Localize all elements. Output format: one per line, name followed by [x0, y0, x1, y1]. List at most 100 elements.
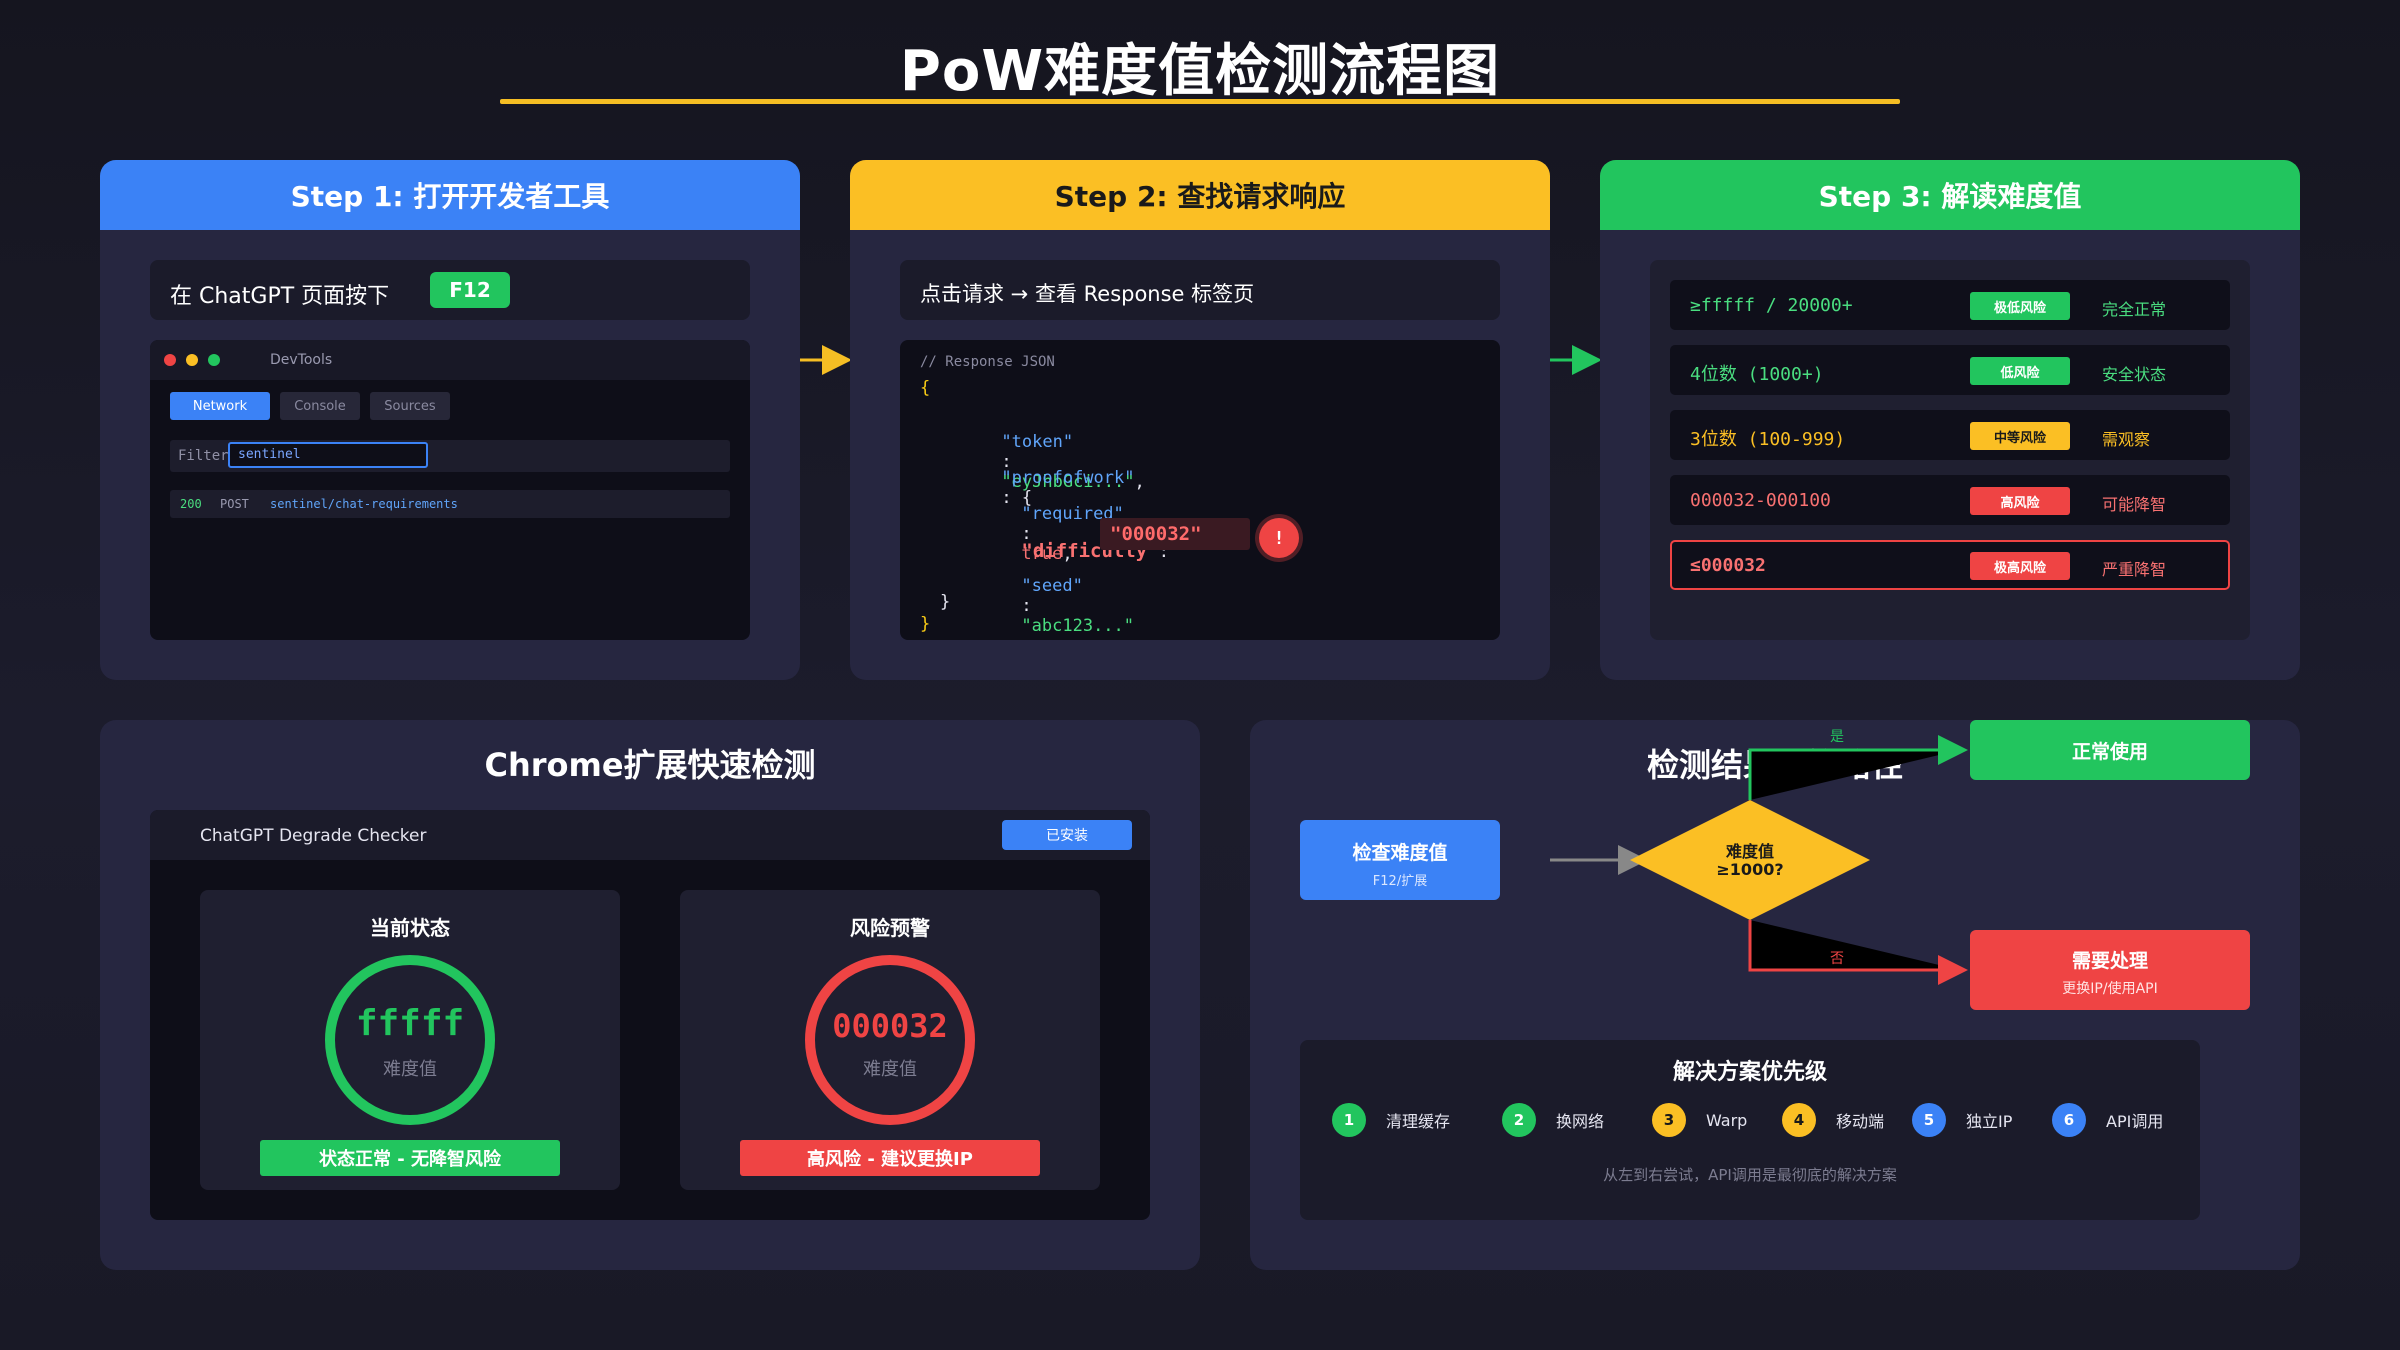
- risk-warning-box: 风险预警 000032 难度值 高风险 - 建议更换IP: [680, 890, 1100, 1190]
- check-difficulty-node: 检查难度值 F12/扩展: [1300, 820, 1500, 900]
- risk-desc: 安全状态: [2102, 365, 2167, 384]
- tab-sources[interactable]: Sources: [370, 392, 450, 420]
- f12-key-badge: F12: [430, 272, 510, 308]
- risk-desc: 可能降智: [2102, 495, 2167, 514]
- priority-label: 换网络: [1556, 1112, 1605, 1131]
- tab-network[interactable]: Network: [170, 392, 270, 420]
- diamond-line2: ≥1000?: [1716, 860, 1784, 879]
- token-value: "eyJhbGci...": [1001, 472, 1135, 492]
- chrome-extension-card: Chrome扩展快速检测 ChatGPT Degrade Checker 已安装…: [100, 720, 1200, 1270]
- fix-node-title: 需要处理: [2071, 950, 2148, 972]
- normal-use-node: 正常使用: [1970, 720, 2250, 780]
- priority-title: 解决方案优先级: [1672, 1060, 1827, 1085]
- risk-range: ≤000032: [1690, 555, 1766, 576]
- page-title: PoW难度值检测流程图: [899, 39, 1501, 104]
- risk-badge: 中等风险: [1970, 422, 2070, 450]
- priority-item: 3 Warp: [1652, 1100, 1747, 1140]
- instruction-box: 点击请求 → 查看 Response 标签页: [900, 260, 1500, 320]
- priority-item: 1 清理缓存: [1332, 1100, 1450, 1140]
- priority-label: 移动端: [1836, 1112, 1885, 1131]
- code-open-brace: {: [920, 378, 931, 398]
- priority-label: 独立IP: [1966, 1112, 2013, 1131]
- priority-number: 3: [1652, 1103, 1686, 1137]
- code-inner-close: }: [940, 592, 951, 612]
- warning-difficulty-label: 难度值: [863, 1059, 917, 1080]
- maximize-dot-icon[interactable]: [208, 354, 220, 366]
- priority-number: 6: [2052, 1103, 2086, 1137]
- extension-name: ChatGPT Degrade Checker: [200, 826, 427, 846]
- installed-badge: 已安装: [1002, 820, 1132, 850]
- priority-note: 从左到右尝试，API调用是最彻底的解决方案: [1603, 1166, 1897, 1184]
- priority-item: 2 换网络: [1502, 1100, 1604, 1140]
- no-label: 否: [1830, 951, 1844, 967]
- solution-priority-box: 解决方案优先级 1 清理缓存 2 换网络 3 Warp 4 移动端 5 独立IP…: [1300, 1040, 2200, 1220]
- risk-row: 3位数 (100-999) 中等风险 需观察: [1670, 410, 2230, 460]
- extension-header: ChatGPT Degrade Checker 已安装: [150, 810, 1150, 860]
- risk-range: 3位数 (100-999): [1690, 429, 1846, 450]
- chrome-card-title: Chrome扩展快速检测: [484, 746, 816, 784]
- priority-item: 5 独立IP: [1912, 1100, 2012, 1140]
- warning-status-pill: 高风险 - 建议更换IP: [740, 1140, 1040, 1176]
- risk-desc: 需观察: [2102, 430, 2151, 449]
- request-method: POST: [220, 497, 249, 511]
- step3-header: Step 3: 解读难度值: [1600, 160, 2300, 230]
- token-comma: ,: [1134, 472, 1145, 492]
- instruction-text: 点击请求 → 查看 Response 标签页: [920, 282, 1255, 306]
- request-row[interactable]: 200 POST sentinel/chat-requirements: [170, 490, 730, 518]
- risk-row: 000032-000100 高风险 可能降智: [1670, 475, 2230, 525]
- extension-popup: ChatGPT Degrade Checker 已安装 当前状态 fffff 难…: [150, 810, 1150, 1220]
- no-path-arrow: [1748, 920, 1968, 985]
- priority-number: 5: [1912, 1103, 1946, 1137]
- risk-desc: 严重降智: [2102, 560, 2167, 579]
- risk-range: 000032-000100: [1690, 490, 1831, 511]
- code-comment: // Response JSON: [920, 354, 1055, 370]
- required-colon: :: [1021, 524, 1032, 544]
- seed-value: "abc123...": [1021, 616, 1135, 636]
- press-text: 在 ChatGPT 页面按下: [170, 284, 390, 309]
- minimize-dot-icon[interactable]: [186, 354, 198, 366]
- risk-table: ≥fffff / 20000+ 极低风险 完全正常 4位数 (1000+) 低风…: [1650, 260, 2250, 640]
- priority-label: API调用: [2106, 1112, 2164, 1131]
- decision-diamond: [1630, 800, 1870, 920]
- devtools-panel: DevTools Network Console Sources Filter …: [150, 340, 750, 640]
- response-json-panel: // Response JSON { "token" : "eyJhbGci..…: [900, 340, 1500, 640]
- press-key-box: 在 ChatGPT 页面按下 F12: [150, 260, 750, 320]
- step1-card: Step 1: 打开开发者工具 在 ChatGPT 页面按下 F12 DevTo…: [100, 160, 800, 680]
- risk-row: 4位数 (1000+) 低风险 安全状态: [1670, 345, 2230, 395]
- risk-warning-title: 风险预警: [850, 916, 930, 940]
- code-close-brace: }: [920, 614, 931, 634]
- seed-colon: :: [1021, 596, 1032, 616]
- current-status-title: 当前状态: [370, 916, 450, 940]
- risk-range: ≥fffff / 20000+: [1690, 295, 1853, 316]
- risk-badge: 极低风险: [1970, 292, 2070, 320]
- current-status-pill: 状态正常 - 无降智风险: [260, 1140, 560, 1176]
- token-colon: :: [1001, 452, 1012, 472]
- required-value: true: [1021, 544, 1063, 564]
- required-key: "required": [1021, 504, 1124, 524]
- no-path-fill: [1750, 920, 1960, 970]
- fix-node-sub: 更换IP/使用API: [2062, 981, 2158, 997]
- devtools-title: DevTools: [270, 352, 333, 368]
- priority-item: 6 API调用: [2052, 1100, 2163, 1140]
- risk-row: ≥fffff / 20000+ 极低风险 完全正常: [1670, 280, 2230, 330]
- current-difficulty-value: fffff: [355, 1003, 465, 1044]
- request-path: sentinel/chat-requirements: [270, 497, 458, 511]
- needs-action-node: 需要处理 更换IP/使用API: [1970, 930, 2250, 1010]
- close-dot-icon[interactable]: [164, 354, 176, 366]
- step2-header: Step 2: 查找请求响应: [850, 160, 1550, 230]
- priority-label: 清理缓存: [1386, 1112, 1451, 1131]
- token-key: "token": [1001, 432, 1074, 452]
- difficulty-colon: :: [1158, 542, 1169, 562]
- check-node-title: 检查难度值: [1352, 842, 1448, 864]
- risk-row-highlight: ≤000032 极高风险 严重降智: [1670, 540, 2230, 590]
- code-token-line: "token" : "eyJhbGci...",: [940, 412, 1145, 512]
- check-node-sub: F12/扩展: [1372, 874, 1428, 889]
- diamond-line1: 难度值: [1725, 842, 1774, 861]
- risk-range: 4位数 (1000+): [1690, 364, 1824, 385]
- priority-number: 2: [1502, 1103, 1536, 1137]
- filter-input[interactable]: sentinel: [228, 442, 428, 468]
- warning-difficulty-value: 000032: [832, 1007, 948, 1045]
- risk-badge: 极高风险: [1970, 552, 2070, 580]
- tab-console[interactable]: Console: [280, 392, 360, 420]
